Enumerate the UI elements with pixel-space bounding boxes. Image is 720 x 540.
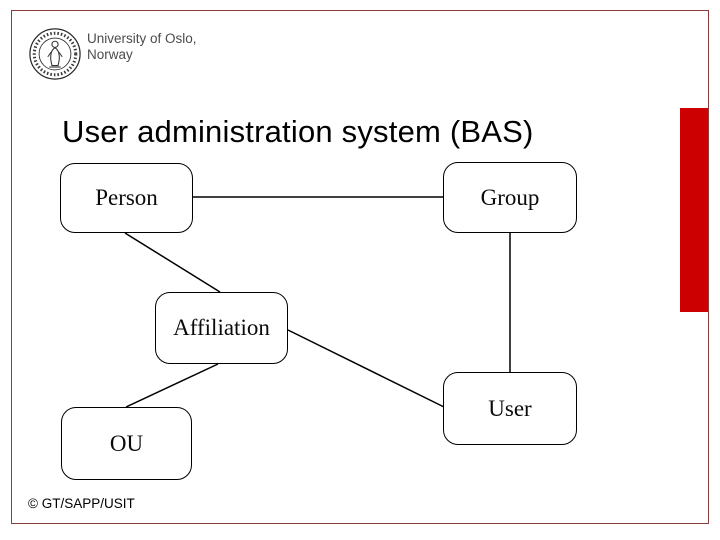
organization-line2: Norway bbox=[87, 47, 133, 62]
node-group: Group bbox=[443, 162, 577, 233]
organization-line1: University of Oslo, bbox=[87, 31, 197, 46]
node-ou: OU bbox=[61, 407, 192, 480]
page-title: User administration system (BAS) bbox=[62, 114, 534, 149]
footer-credit: © GT/SAPP/USIT bbox=[28, 496, 135, 511]
edge-person-affiliation bbox=[124, 232, 221, 293]
node-user: User bbox=[443, 372, 577, 445]
university-seal-icon bbox=[29, 28, 81, 80]
node-person: Person bbox=[60, 163, 193, 233]
accent-bar bbox=[680, 108, 708, 312]
organization-name: University of Oslo, Norway bbox=[87, 31, 197, 63]
node-affiliation: Affiliation bbox=[155, 292, 288, 364]
edge-affiliation-user bbox=[287, 329, 445, 408]
edge-affiliation-ou bbox=[125, 363, 219, 408]
